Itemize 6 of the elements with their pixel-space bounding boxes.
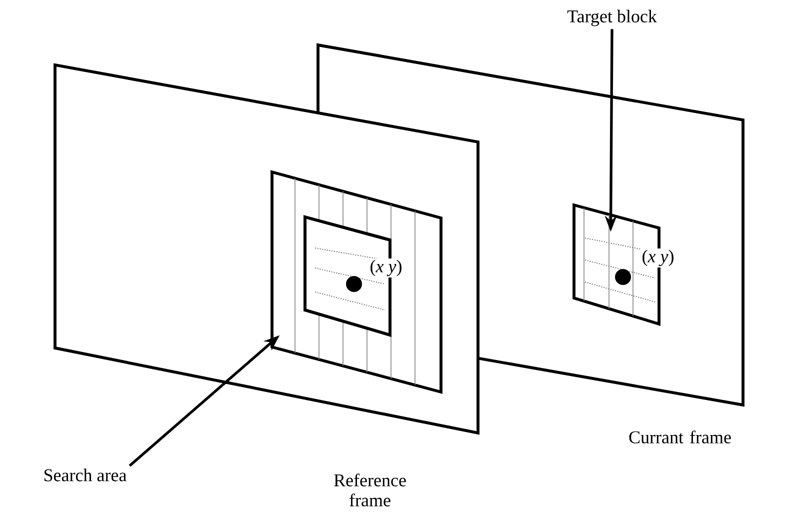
text-label: Search area — [44, 468, 126, 482]
coordinate-label: (x y) — [640, 248, 676, 268]
coordinate-label: (x y) — [368, 258, 404, 278]
frame-label: Reference frame — [334, 474, 406, 506]
frame-label: Currant frame — [629, 430, 731, 444]
text-label: Target block — [567, 10, 657, 26]
